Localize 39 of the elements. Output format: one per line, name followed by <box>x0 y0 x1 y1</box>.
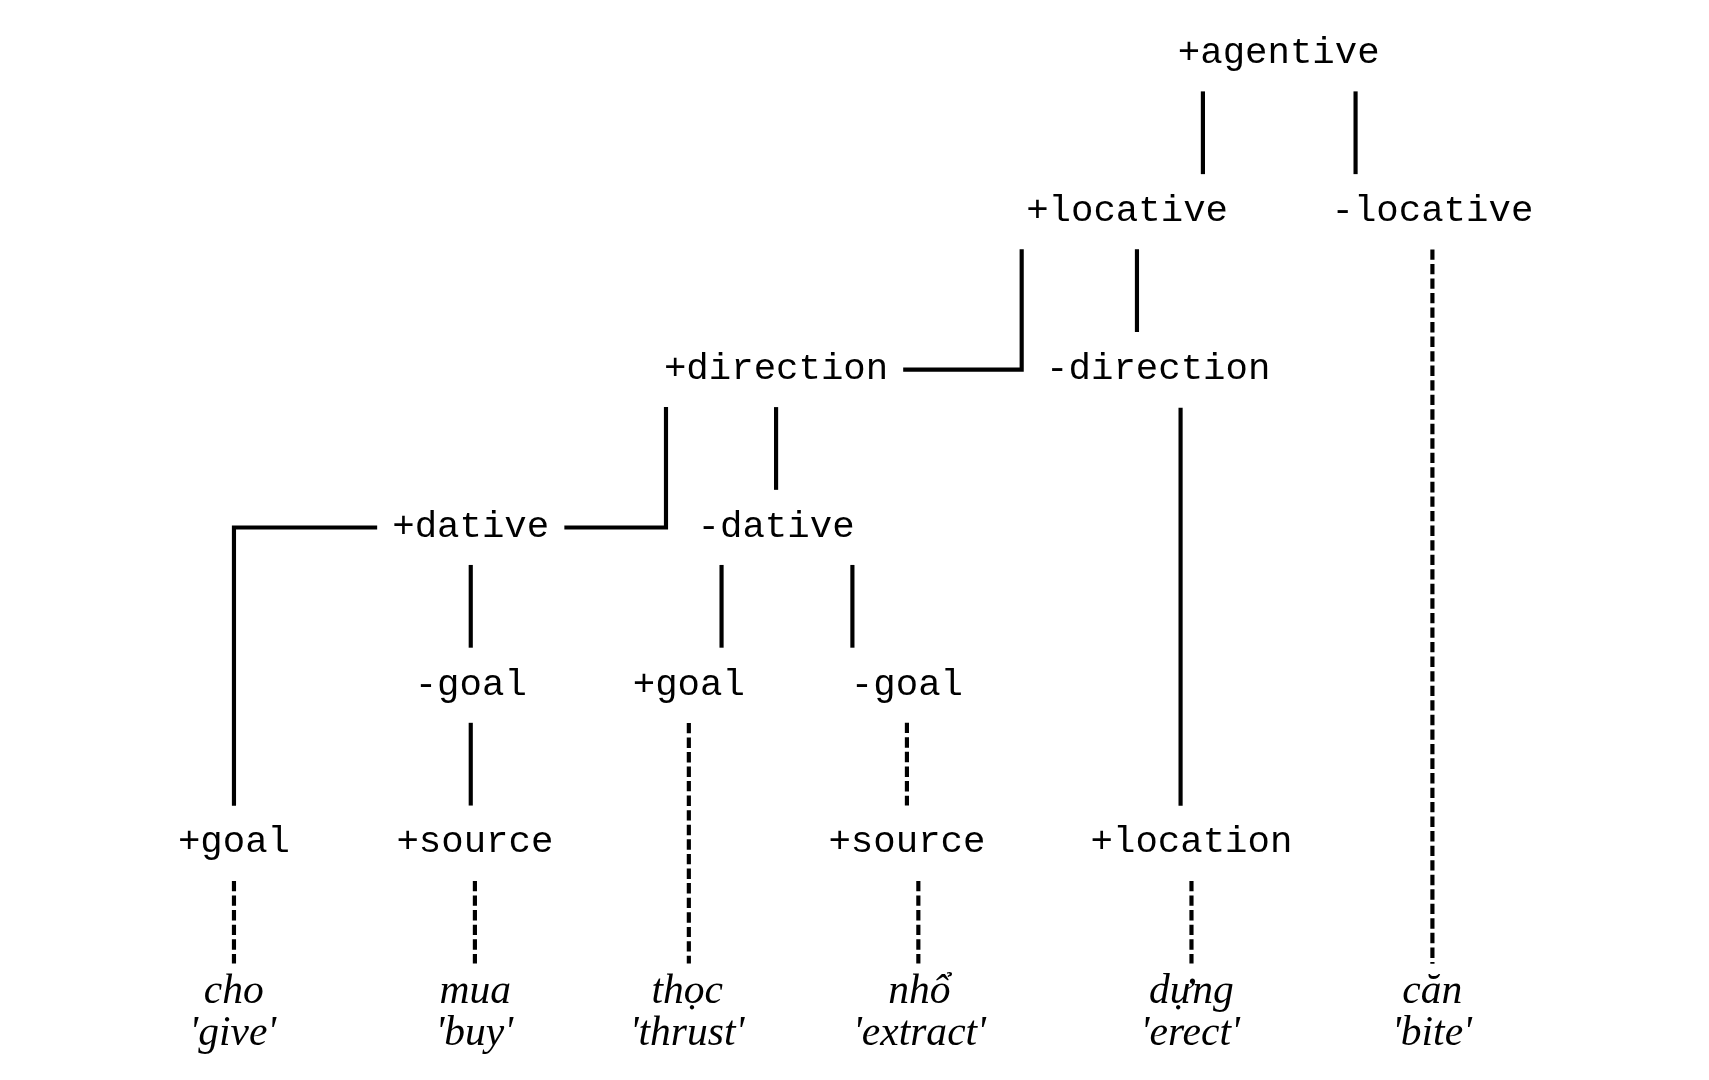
connector <box>904 722 909 806</box>
connector <box>1134 249 1139 332</box>
node-text: căn 'bite' <box>1391 966 1472 1054</box>
connector <box>1200 91 1205 175</box>
node-text: -direction <box>1045 347 1270 390</box>
node-text: -locative <box>1330 189 1533 232</box>
node-text: +source <box>827 821 985 864</box>
connector <box>718 564 724 648</box>
node-text: dựng 'erect' <box>1140 966 1240 1054</box>
connector <box>915 881 920 964</box>
connector <box>1188 881 1194 964</box>
node-text: +locative <box>1025 189 1228 232</box>
connector <box>686 723 691 964</box>
connector <box>773 407 778 490</box>
node-text: thọc 'thrust' <box>629 966 744 1054</box>
connector <box>1353 91 1358 175</box>
node-text: -goal <box>414 663 527 706</box>
connector <box>468 564 473 648</box>
connector <box>1178 407 1183 806</box>
connector <box>849 564 854 648</box>
node-text: cho 'give' <box>188 966 276 1054</box>
connector <box>563 407 668 530</box>
connector <box>468 722 473 806</box>
connector <box>231 881 236 964</box>
connector <box>902 249 1024 372</box>
node-text: nhổ 'extract' <box>852 966 986 1054</box>
node-text: -dative <box>697 505 855 548</box>
node-text: +source <box>395 821 553 864</box>
connector <box>472 881 477 964</box>
node-text: +goal <box>177 821 290 864</box>
node-text: -goal <box>850 663 963 706</box>
connector <box>1429 249 1434 964</box>
node-text: +goal <box>632 663 745 706</box>
connector <box>231 525 377 806</box>
node-text: +location <box>1090 821 1292 864</box>
node-text: +direction <box>663 347 888 390</box>
node-text: +dative <box>391 505 549 548</box>
node-text: mua 'buy' <box>434 966 513 1054</box>
node-text: +agentive <box>1177 32 1380 75</box>
